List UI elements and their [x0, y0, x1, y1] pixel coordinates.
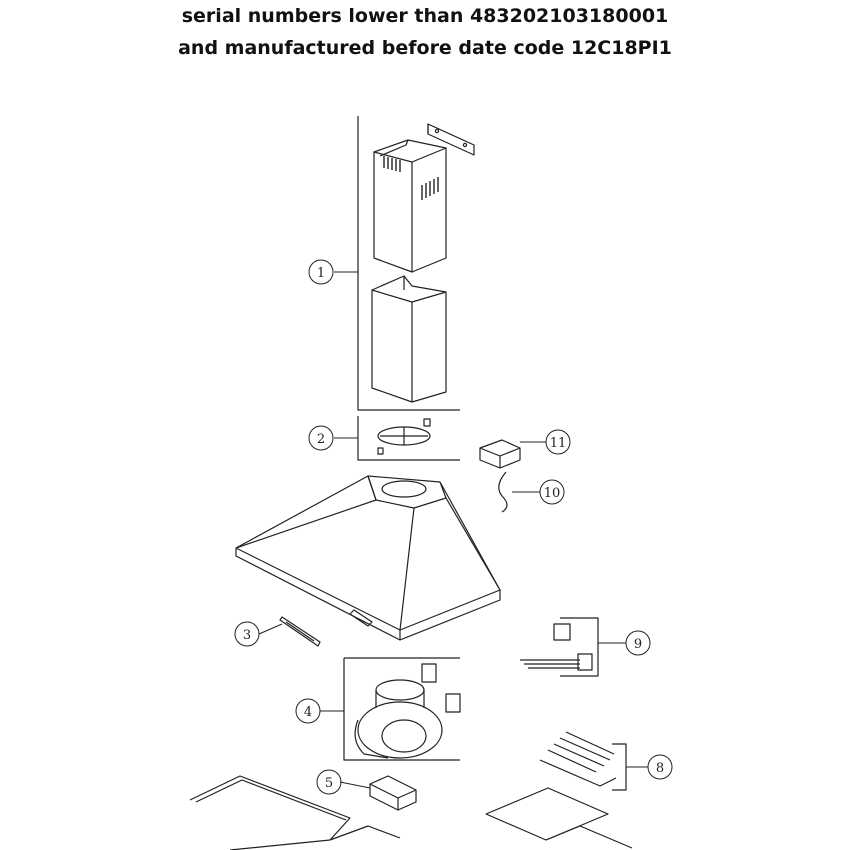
header-line-serial: serial numbers lower than 48320210318000… — [181, 5, 669, 27]
part-mounting-plate — [357, 416, 460, 461]
part-wiring-harness — [520, 617, 599, 677]
part-junction-box — [479, 439, 521, 469]
part-hood-canopy — [235, 475, 501, 641]
callout-8-label: 8 — [656, 761, 664, 776]
callout-10-label: 10 — [544, 486, 561, 501]
part-chimney-cover — [357, 116, 475, 411]
callout-5: 5 — [316, 769, 342, 795]
callout-2: 2 — [308, 425, 334, 451]
part-grease-filter — [189, 775, 401, 850]
callout-3-label: 3 — [243, 628, 251, 643]
callout-3: 3 — [234, 621, 260, 647]
callout-1-label: 1 — [317, 266, 325, 281]
callout-circles: 1 2 3 4 5 8 9 10 11 — [234, 259, 673, 795]
diagram-header: serial numbers lower than 48320210318000… — [0, 0, 850, 64]
callout-4-label: 4 — [304, 705, 312, 720]
callout-leaders — [258, 271, 648, 789]
callout-8: 8 — [647, 754, 673, 780]
part-control-switch — [279, 616, 321, 647]
callout-11-label: 11 — [550, 436, 567, 451]
callout-9: 9 — [625, 630, 651, 656]
header-line-date-code: and manufactured before date code 12C18P… — [178, 37, 672, 59]
callout-1: 1 — [308, 259, 334, 285]
part-connector-wire — [498, 471, 508, 513]
part-filter-set — [485, 731, 633, 849]
callout-10: 10 — [539, 479, 565, 505]
callout-11: 11 — [545, 429, 571, 455]
callout-5-label: 5 — [325, 776, 333, 791]
callout-4: 4 — [295, 698, 321, 724]
part-light-assembly — [369, 775, 417, 811]
part-blower-motor — [343, 657, 461, 761]
callout-2-label: 2 — [317, 432, 325, 447]
callout-9-label: 9 — [634, 637, 642, 652]
